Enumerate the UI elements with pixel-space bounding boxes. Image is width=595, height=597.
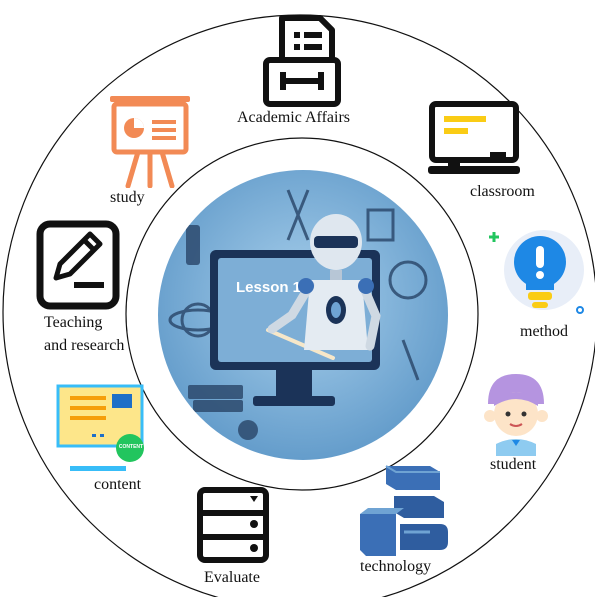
robot-teacher: [267, 214, 381, 351]
content-badge-text: CONTENT: [118, 444, 144, 450]
node-label-teaching: Teaching: [44, 314, 103, 331]
lightbulb-icon: [488, 220, 588, 320]
printer-icon: [262, 14, 342, 108]
center-lesson-illustration: Lesson 1: [158, 170, 448, 460]
node-label-student: student: [490, 456, 537, 473]
node-label-method: method: [520, 323, 568, 340]
inner-ring: [125, 137, 479, 491]
node-label-academic-affairs: Academic Affairs: [237, 109, 350, 126]
pencil-note-icon: [36, 220, 120, 310]
node-label-classroom: classroom: [470, 183, 535, 200]
node-label-content: content: [94, 476, 142, 493]
technology-blocks-icon: [358, 460, 450, 560]
server-rack-icon: [196, 486, 270, 564]
node-label-evaluate: Evaluate: [204, 569, 260, 586]
node-label-research: and research: [44, 337, 125, 354]
blackboard-icon: [428, 100, 520, 178]
student-avatar-icon: [478, 370, 554, 456]
node-label-technology: technology: [360, 558, 432, 575]
content-document-icon: CONTENT: [56, 384, 146, 476]
presentation-easel-icon: [108, 92, 192, 189]
node-label-study: study: [110, 189, 145, 206]
lesson-text: Lesson 1: [236, 279, 301, 296]
